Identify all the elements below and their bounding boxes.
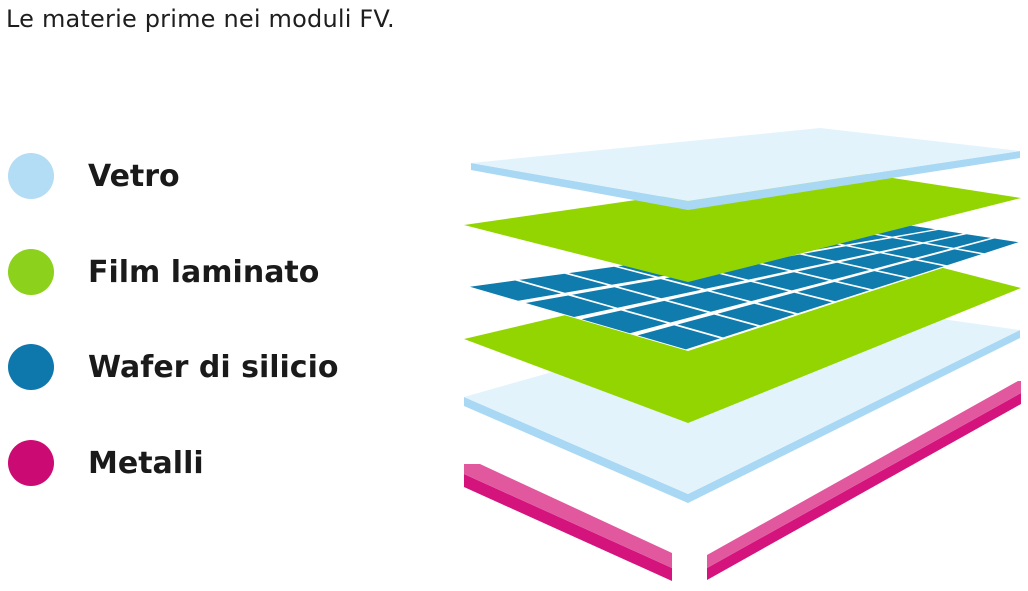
metal-frame-left-face: [464, 474, 672, 581]
wafer-cell: [757, 292, 832, 314]
wafer-cell: [717, 303, 795, 326]
metal-frame-right-top: [707, 381, 1021, 568]
wafer-cell: [568, 266, 655, 285]
wafer-cell: [519, 273, 608, 293]
top-film-layer: [464, 170, 1021, 282]
wafer-cell: [668, 291, 748, 312]
wafer-cell: [525, 295, 614, 317]
legend-swatch-film-laminato: [8, 249, 54, 295]
legend-item-film-laminato: Film laminato: [8, 248, 388, 296]
wafer-cell: [917, 249, 982, 266]
wafer-cell: [677, 314, 758, 338]
wafer-cell: [803, 246, 876, 261]
wafer-cell: [618, 279, 702, 299]
wafer-cell: [865, 225, 935, 237]
wafer-cell: [957, 238, 1019, 254]
wafer-cell: [840, 253, 910, 270]
wafer-cell: [637, 325, 720, 350]
wafer-cell: [469, 280, 561, 301]
legend-swatch-vetro: [8, 153, 54, 199]
wafer-cell: [877, 260, 944, 278]
wafer-cell: [581, 310, 667, 334]
legend-swatch-wafer-di-silicio: [8, 344, 54, 390]
top-glass-edge: [471, 151, 1020, 210]
wafer-cell: [883, 243, 951, 259]
metal-frame-right-face: [707, 393, 1021, 580]
legend-label-metalli: Metalli: [88, 445, 204, 481]
wafer-cell: [754, 272, 829, 291]
legend-item-wafer-di-silicio: Wafer di silicio: [8, 343, 388, 391]
wafer-cell: [896, 229, 963, 243]
metal-frame-left-top: [464, 464, 672, 568]
legend-label-wafer-di-silicio: Wafer di silicio: [88, 349, 339, 385]
wafer-cell: [711, 281, 789, 302]
wafer-cell: [572, 287, 658, 308]
legend-swatch-metalli: [8, 440, 54, 486]
top-glass-layer: [471, 128, 1020, 210]
wafer-cell: [849, 238, 920, 252]
wafer-cell: [797, 262, 870, 280]
metal-frame-layer: [464, 381, 1021, 581]
wafer-cell: [927, 234, 991, 248]
wafer-cell: [757, 254, 832, 271]
legend-item-vetro: Vetro: [8, 152, 388, 200]
legend-label-vetro: Vetro: [88, 158, 180, 194]
legend-item-metalli: Metalli: [8, 439, 388, 487]
wafer-cell: [624, 300, 708, 323]
wafer-cell: [837, 271, 907, 290]
bottom-film-layer: [464, 246, 1021, 423]
page-title: Le materie prime nei moduli FV.: [6, 5, 395, 33]
wafer-cell: [797, 282, 870, 302]
bottom-glass-edge: [464, 330, 1020, 503]
top-glass-face: [471, 128, 1020, 201]
legend-label-film-laminato: Film laminato: [88, 254, 320, 290]
